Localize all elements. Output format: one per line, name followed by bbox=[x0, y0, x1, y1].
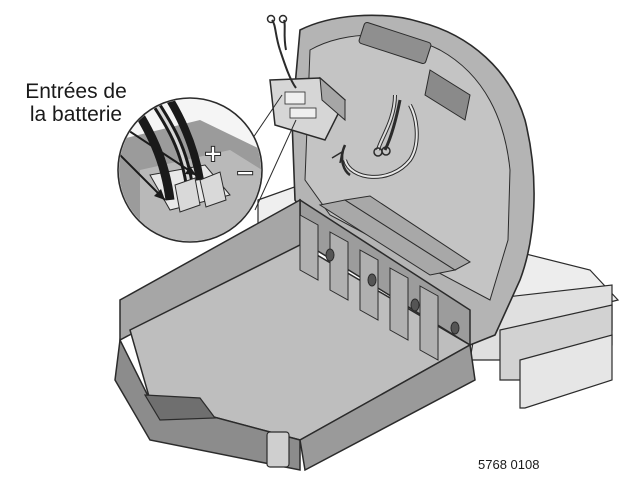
magnified-inset: + − bbox=[117, 97, 263, 243]
rib-set bbox=[299, 214, 439, 361]
plus-terminal-label: + bbox=[204, 138, 222, 171]
case-base bbox=[114, 195, 476, 472]
hinge-pins bbox=[325, 248, 460, 335]
front-handle bbox=[143, 394, 217, 421]
figure-number: 5768 0108 bbox=[478, 457, 540, 472]
hinge-ribs bbox=[318, 195, 471, 276]
battery-module bbox=[266, 14, 351, 177]
battery-inputs-label-line1: Entrées de bbox=[25, 80, 127, 103]
front-latch bbox=[266, 431, 290, 468]
battery-inputs-label-line2: la batterie bbox=[29, 103, 123, 126]
minus-terminal-label: − bbox=[236, 157, 254, 190]
battery-inputs-label: Entrées de la batterie bbox=[6, 80, 146, 126]
leader-line bbox=[254, 119, 297, 211]
